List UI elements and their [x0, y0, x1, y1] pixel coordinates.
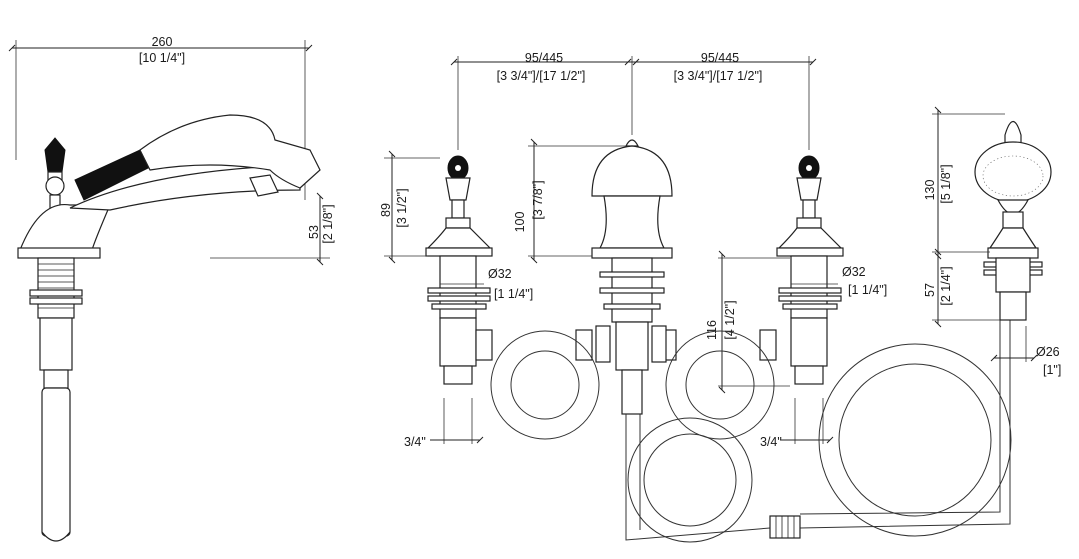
front-view: 95/445 [3 3/4"]/[17 1/2"] 95/445 [3 3/4"… [379, 51, 1012, 543]
dim-shank-dia-right-inch: [1 1/4"] [848, 283, 887, 297]
dim-hand-shower-height-inch: [5 1/8"] [939, 164, 953, 203]
dim-diverter-dia-value: Ø26 [1036, 345, 1060, 359]
dim-spout-height-inch: [2 1/8"] [321, 204, 335, 243]
left-valve [425, 155, 493, 385]
hand-shower: 130 [5 1/8"] 57 [2 1/4"] Ø26 [1"] [923, 106, 1061, 377]
dim-connection-right: 3/4" [760, 435, 782, 449]
dim-shank-dia-left-inch: [1 1/4"] [494, 287, 533, 301]
dim-hand-shower-height-value: 130 [923, 180, 937, 201]
dim-side-width-value: 260 [152, 35, 173, 49]
dim-spout-body-height-value: 100 [513, 212, 527, 233]
hose-loops [490, 320, 1012, 543]
dim-diverter-shank-value: 57 [923, 283, 937, 297]
dim-handle-height-inch: [3 1/2"] [395, 188, 409, 227]
dim-shank-dia-right-value: Ø32 [842, 265, 866, 279]
dim-spread-left-inch: [3 3/4"]/[17 1/2"] [497, 69, 586, 83]
dim-spread-left-value: 95/445 [525, 51, 563, 65]
dim-diverter-shank-inch: [2 1/4"] [939, 266, 953, 305]
dim-shank-dia-left-value: Ø32 [488, 267, 512, 281]
dim-spread-right-inch: [3 3/4"]/[17 1/2"] [674, 69, 763, 83]
dim-spread-right-value: 95/445 [701, 51, 739, 65]
dim-handle-height-value: 89 [379, 203, 393, 217]
dim-spout-height-value: 53 [307, 225, 321, 239]
dim-diverter-dia-inch: [1"] [1043, 363, 1061, 377]
dim-shank-length-value: 116 [705, 320, 719, 340]
dim-shank-length-inch: [4 1/2"] [723, 300, 737, 339]
side-view: 260 [10 1/4"] [8, 35, 335, 542]
dim-side-width-inch: [10 1/4"] [139, 51, 185, 65]
dim-connection-left: 3/4" [404, 435, 426, 449]
dim-spout-body-height-inch: [3 7/8"] [531, 180, 545, 219]
center-spout [591, 139, 673, 415]
right-valve [776, 155, 844, 385]
